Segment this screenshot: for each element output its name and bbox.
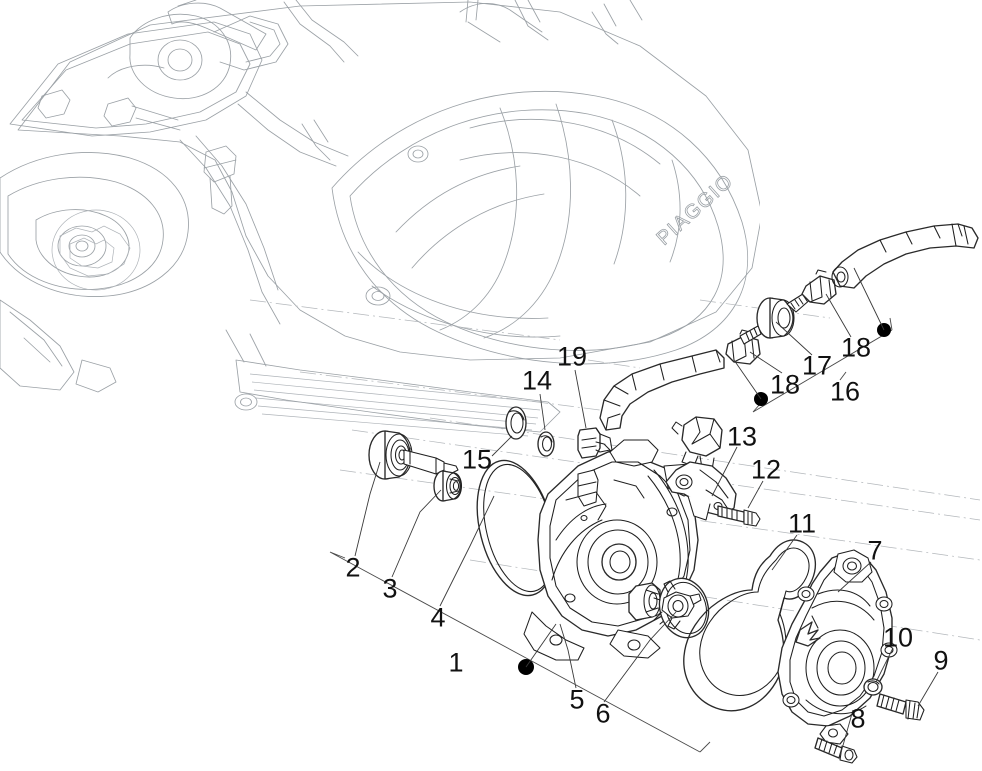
callout-18-left[interactable]: 18 bbox=[769, 369, 801, 400]
callout-3[interactable]: 3 bbox=[382, 573, 398, 604]
part-sensor-bracket bbox=[665, 461, 737, 521]
callout-9[interactable]: 9 bbox=[933, 645, 949, 676]
callout-2[interactable]: 2 bbox=[345, 552, 361, 583]
callout-8[interactable]: 8 bbox=[850, 703, 866, 734]
part-bearing-with-shaft bbox=[368, 430, 459, 480]
cover-cast-mark bbox=[795, 615, 821, 647]
part-temperature-sensor bbox=[671, 416, 723, 471]
assembly-bracket-1 bbox=[329, 551, 711, 753]
callout-4[interactable]: 4 bbox=[430, 602, 446, 633]
callout-19[interactable]: 19 bbox=[556, 341, 588, 372]
part-seal-ring bbox=[505, 406, 527, 440]
part-spacer-bushing bbox=[628, 582, 661, 621]
callout-15[interactable]: 15 bbox=[461, 444, 493, 475]
part-bolt-12 bbox=[717, 505, 761, 527]
callout-6[interactable]: 6 bbox=[595, 698, 611, 729]
leader-lines bbox=[354, 293, 939, 757]
part-cover-gasket bbox=[683, 539, 817, 712]
callout-11[interactable]: 11 bbox=[787, 508, 817, 539]
part-union-fitting bbox=[739, 291, 813, 345]
callout-12[interactable]: 12 bbox=[750, 454, 782, 485]
part-washer bbox=[863, 678, 883, 696]
callout-17[interactable]: 17 bbox=[801, 350, 833, 381]
assembly-bracket-16 bbox=[733, 267, 893, 413]
callout-16[interactable]: 16 bbox=[829, 376, 861, 407]
callout-13[interactable]: 13 bbox=[726, 421, 758, 452]
callout-10[interactable]: 10 bbox=[882, 622, 914, 653]
callout-18-right[interactable]: 18 bbox=[840, 332, 872, 363]
callout-7[interactable]: 7 bbox=[867, 535, 883, 566]
part-flanged-bolt bbox=[876, 693, 925, 721]
callout-14[interactable]: 14 bbox=[521, 365, 553, 396]
part-seal-small bbox=[537, 431, 555, 457]
part-hose-right bbox=[831, 223, 979, 289]
part-pump-cover bbox=[777, 549, 898, 745]
part-screw-long bbox=[814, 737, 858, 764]
callout-5[interactable]: 5 bbox=[569, 684, 585, 715]
part-hose-left bbox=[599, 349, 725, 431]
callout-1[interactable]: 1 bbox=[448, 647, 464, 678]
part-bearing bbox=[433, 470, 463, 502]
part-pipe-union bbox=[577, 427, 613, 459]
